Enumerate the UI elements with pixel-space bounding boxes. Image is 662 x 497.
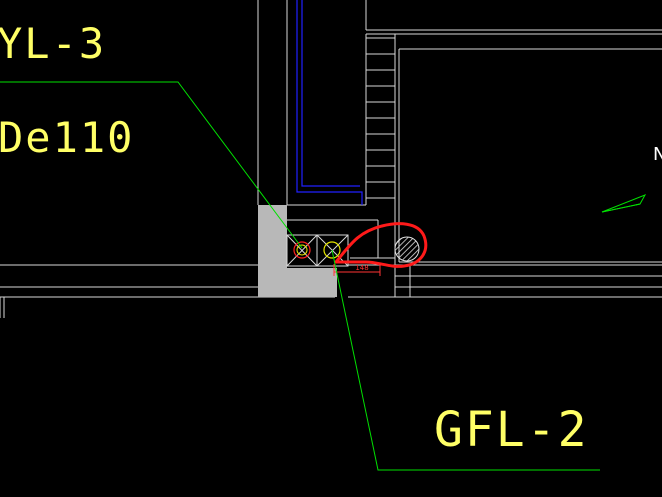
stair-treads xyxy=(366,37,395,199)
hatched-circle xyxy=(394,236,420,262)
pipe-size-text: De110 xyxy=(0,113,134,162)
leader-lines xyxy=(0,81,600,471)
north-mark-text: N xyxy=(653,144,662,165)
red-markup xyxy=(334,222,428,268)
wall-lines xyxy=(0,0,662,318)
dimension-line xyxy=(333,264,381,276)
pipe-yellow xyxy=(296,241,341,259)
dimension-text: 148 xyxy=(355,264,368,272)
blue-frame xyxy=(296,0,363,205)
tag-top-text: YL-3 xyxy=(0,19,106,68)
tag-bottom-text: GFL-2 xyxy=(434,402,589,458)
pipe-red xyxy=(293,241,311,259)
direction-arrow xyxy=(601,194,647,213)
column-fill xyxy=(258,205,337,297)
